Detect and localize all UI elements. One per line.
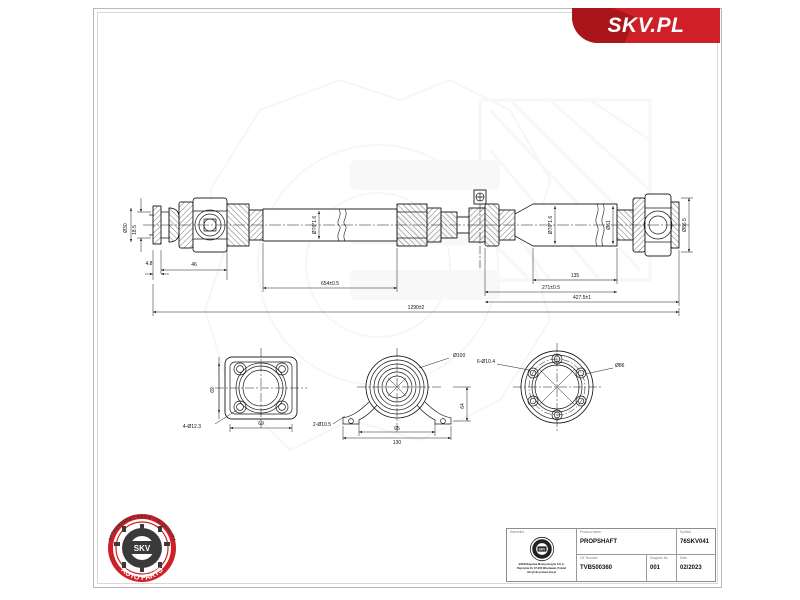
dim-front-tube-len: 654±0.5 xyxy=(321,281,339,287)
detail2-dim-mount-holes: 2-Ø10.5 xyxy=(313,422,331,428)
dim-left-offset: 4.8 xyxy=(146,261,153,267)
diagram-value: 001 xyxy=(650,565,661,572)
company-name: ESEN Naprawa Motoryzacyjna S.K.A. xyxy=(518,562,565,566)
detail3-dim-bolt-holes: 6-Ø10.4 xyxy=(477,359,495,365)
dim-front-tube-spec: Ø76*1.6 xyxy=(312,216,318,235)
svg-text:SKV: SKV xyxy=(538,547,546,551)
detail1-dim-bolt-holes: 4-Ø12.3 xyxy=(183,424,201,430)
company-gear-logo-icon: SKV xyxy=(529,536,554,561)
title-block-date-cell: Date 02/2023 xyxy=(677,555,715,581)
drawing-frame-outer xyxy=(93,8,722,588)
company-address: Paprotnia 43, 37-600 Wloclawek, Poland xyxy=(516,566,567,570)
title-block-symbol-cell: Symbol 76SKV041 xyxy=(677,529,715,555)
detail2-dim-height: 64 xyxy=(460,403,466,409)
detail2-dim-total-width: 130 xyxy=(393,440,402,446)
symbol-value: 76SKV041 xyxy=(680,539,710,546)
detail1-dim-height: 69 xyxy=(210,387,216,393)
dim-left-flange-od: Ø30 xyxy=(123,223,129,233)
product-name: PROPSHAFT xyxy=(580,539,618,546)
drawing-frame-inner xyxy=(97,12,718,584)
title-block-company-cell: Depositor SKV ESEN Naprawa Motoryzacyjna… xyxy=(507,529,577,581)
title-block-oe-cell: OE Number TVB500360 xyxy=(577,555,647,581)
dim-left-flange-thk: 18.5 xyxy=(132,225,138,235)
dim-rear-shaft-od: Ø61 xyxy=(606,220,612,230)
title-block-diagram-cell: Diagram No 001 xyxy=(647,555,677,581)
dim-right-flange-od: Ø86.5 xyxy=(682,218,688,232)
title-block-product-cell: Product name PROPSHAFT xyxy=(577,529,677,555)
detail3-dim-pcd: Ø86 xyxy=(615,363,625,369)
brand-logo-text: SKV.PL xyxy=(607,13,685,37)
company-label: Depositor xyxy=(510,530,525,534)
symbol-label: Symbol xyxy=(680,530,692,534)
title-block: Depositor SKV ESEN Naprawa Motoryzacyjna… xyxy=(506,528,716,582)
product-label: Product name xyxy=(580,530,602,534)
dim-rear-tube-spec: Ø76*1.6 xyxy=(548,216,554,235)
skv-brand-tag: SKV.PL xyxy=(572,8,720,43)
detail1-dim-width: 69 xyxy=(258,421,264,427)
detail2-dim-bolt-span: 65 xyxy=(394,426,400,432)
detail2-dim-outer-dia: Ø100 xyxy=(453,353,465,359)
date-label: Date xyxy=(680,556,688,560)
company-web: info@skv.pl www.skv.pl xyxy=(527,571,556,575)
dim-rear-seg-len: 135 xyxy=(571,273,580,279)
diagram-label: Diagram No xyxy=(650,556,669,560)
dim-rear-tube-len: 271±0.5 xyxy=(542,285,560,291)
oe-value: TVB500360 xyxy=(580,565,613,572)
oe-label: OE Number xyxy=(580,556,598,560)
date-value: 02/2023 xyxy=(680,565,702,572)
skv-auto-parts-badge: SKV AFTERMARKET PRICE - OE QUALITY AUTO … xyxy=(102,514,182,582)
dim-rear-total-len: 427.5±1 xyxy=(573,295,591,301)
badge-center-text: SKV xyxy=(134,544,151,553)
propshaft-technical-drawing: Ø30 18.5 4.8 46 Ø76*1.6 654±0.5 Ø76*1.6 … xyxy=(123,189,693,446)
dim-left-yoke-len: 46 xyxy=(191,262,197,268)
dim-overall-len: 1290±2 xyxy=(408,305,425,311)
